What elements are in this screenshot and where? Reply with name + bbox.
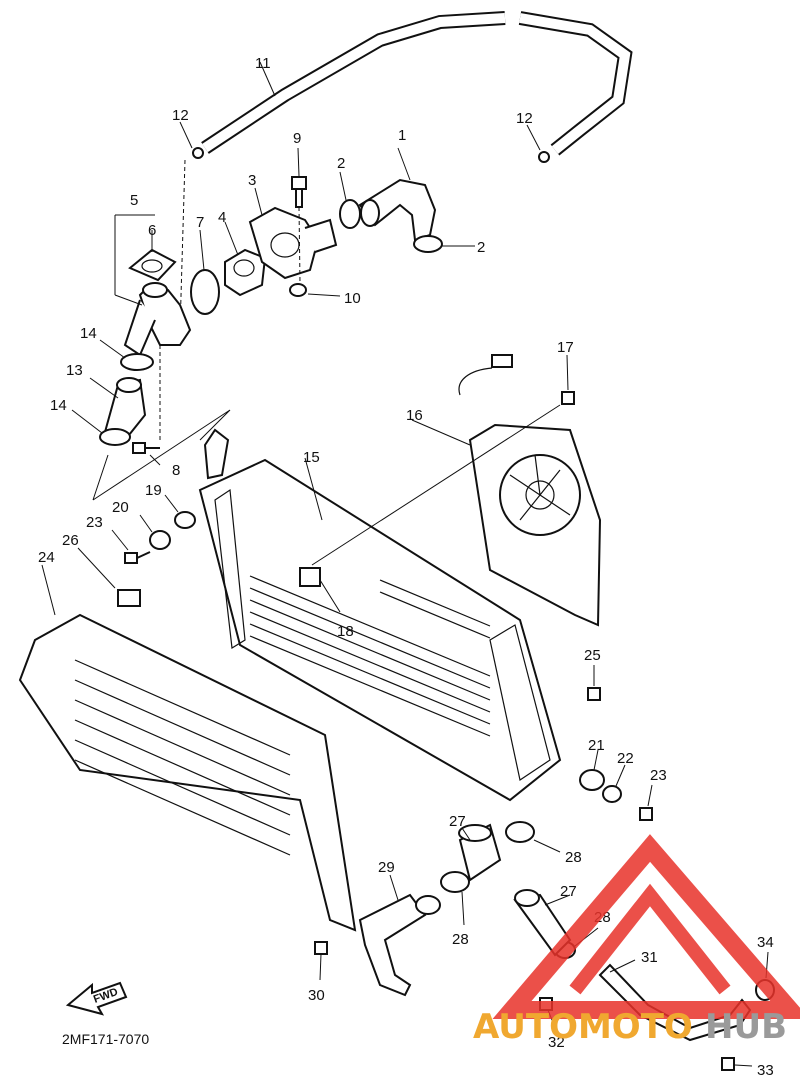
bushing-10 — [289, 283, 341, 297]
part-code: 2MF171-7070 — [62, 1031, 149, 1047]
callout-label: 33 — [757, 1062, 774, 1079]
callout-label: 23 — [650, 767, 667, 784]
pipe-31 — [598, 959, 752, 1042]
callout-label: 32 — [548, 1034, 565, 1051]
callout-label: 30 — [308, 987, 325, 1004]
hose-clamp-14-lower — [71, 409, 131, 446]
dash-group-lines — [92, 409, 231, 501]
callout-label: 1 — [398, 127, 406, 144]
watermark-text-end: HUB — [705, 1007, 787, 1047]
bolt-8 — [132, 345, 161, 466]
hose-clamp-14-upper — [99, 339, 154, 371]
callout-label: 10 — [344, 290, 361, 307]
callout-label: 29 — [378, 859, 395, 876]
collar-19 — [164, 494, 196, 529]
bolt-23-right — [639, 784, 653, 821]
thermostat-4 — [224, 221, 267, 297]
hose-clamp-2-lower — [413, 235, 475, 253]
callout-label: 21 — [588, 737, 605, 754]
hose-clamp-2-upper — [339, 171, 361, 229]
callout-label: 3 — [248, 172, 256, 189]
callout-label: 8 — [172, 462, 180, 479]
hose-clamp-28-a — [505, 821, 561, 853]
bolt-33 — [721, 1057, 753, 1071]
callout-label: 19 — [145, 482, 162, 499]
callout-label: 34 — [757, 934, 774, 951]
callout-label: 27 — [560, 883, 577, 900]
callout-label: 16 — [406, 407, 423, 424]
callout-label: 26 — [62, 532, 79, 549]
radiator-core-fins — [249, 575, 491, 737]
hose-27-upper — [458, 823, 502, 882]
callout-label: 9 — [293, 130, 301, 147]
callout-label: 24 — [38, 549, 55, 566]
callout-label: 22 — [617, 750, 634, 767]
o-ring-7 — [190, 229, 220, 315]
callout-label: 2 — [337, 155, 345, 172]
collar-22 — [602, 764, 626, 803]
damper-26 — [77, 547, 141, 607]
callout-label: 31 — [641, 949, 658, 966]
watermark-logo-icon — [492, 834, 800, 1019]
callout-label: 5 — [130, 192, 138, 209]
shroud-louvers — [74, 659, 291, 856]
bolt-30 — [314, 941, 328, 981]
callout-label: 28 — [565, 849, 582, 866]
radiator-15 — [198, 428, 562, 802]
watermark: AUTOMOTO HUB — [473, 834, 800, 1047]
bolt-17 — [561, 354, 575, 405]
radiator-cover-24 — [18, 564, 357, 932]
watermark-text-main: AUTOMOTO — [473, 1007, 693, 1047]
fwd-arrow-icon: FWD — [65, 981, 128, 1016]
thermostat-cover-3 — [248, 187, 338, 280]
grommet-18 — [299, 404, 561, 613]
outlet-pipe-5 — [114, 214, 192, 357]
callout-label: 20 — [112, 499, 129, 516]
radiator-hose-1 — [358, 147, 437, 242]
callout-label: 14 — [50, 397, 67, 414]
callout-label: 2 — [477, 239, 485, 256]
callout-label: 25 — [584, 647, 601, 664]
hose-29 — [358, 874, 441, 997]
hose-clip-12-left — [179, 121, 204, 331]
upper-breather-hose — [201, 11, 633, 156]
callout-label: 7 — [196, 214, 204, 231]
callout-label: 12 — [172, 107, 189, 124]
hose-13 — [89, 377, 147, 442]
callout-label: 14 — [80, 325, 97, 342]
damper-21 — [579, 749, 605, 791]
callout-label: 17 — [557, 339, 574, 356]
callout-label: 15 — [303, 449, 320, 466]
hose-clamp-28-b — [440, 871, 470, 926]
callout-label: 27 — [449, 813, 466, 830]
callout-label: 4 — [218, 209, 226, 226]
callout-label: 6 — [148, 222, 156, 239]
callout-label: 12 — [516, 110, 533, 127]
callout-label: 13 — [66, 362, 83, 379]
callout-label: 11 — [255, 55, 271, 72]
bolt-25 — [587, 665, 601, 701]
bolt-9 — [291, 147, 307, 284]
fan-assembly-16 — [411, 354, 602, 627]
damper-20 — [139, 514, 171, 550]
hose-clip-12-right — [526, 124, 550, 163]
bolt-23-left — [111, 529, 151, 564]
callout-label: 28 — [452, 931, 469, 948]
callout-label: 18 — [337, 623, 354, 640]
callout-label: 23 — [86, 514, 103, 531]
cap-gasket-6 — [128, 248, 177, 282]
